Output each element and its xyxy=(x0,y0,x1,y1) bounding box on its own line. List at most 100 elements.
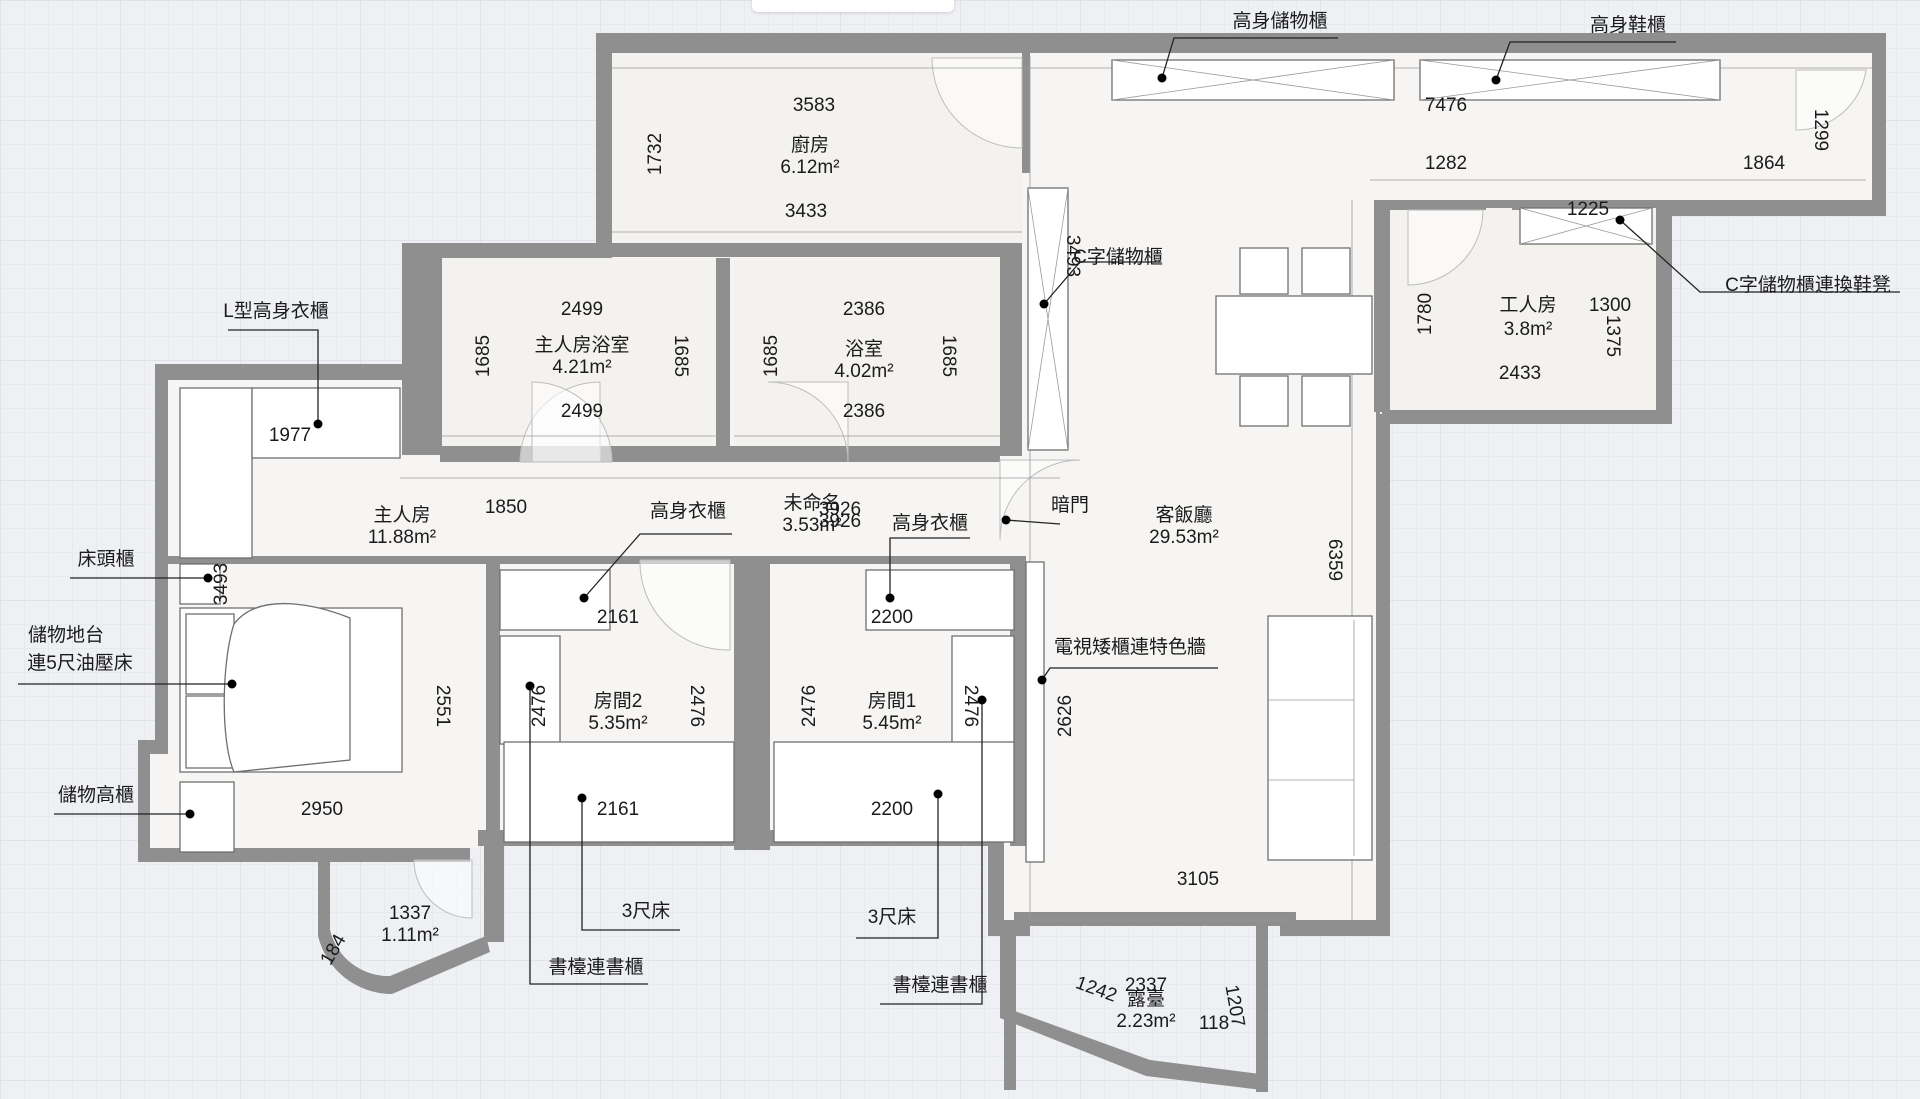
dim-kitchen-top: 3583 xyxy=(793,95,835,116)
lead-l-wardrobe-dot xyxy=(313,419,323,429)
room-name-balcony: 露臺 xyxy=(1127,988,1165,1010)
tall-storage-cabinet xyxy=(1111,59,1395,101)
lead-storage-tall-dot xyxy=(185,809,195,819)
lead-c-bench-dot xyxy=(1615,215,1625,225)
top-toolbar-tab[interactable] xyxy=(752,0,954,12)
dim-7476: 7476 xyxy=(1425,95,1467,116)
dim-mb-top: 2499 xyxy=(561,299,603,320)
dim-1225: 1225 xyxy=(1567,199,1609,220)
master-bed xyxy=(179,602,403,773)
lead-c-storage-dot xyxy=(1039,299,1049,309)
anno-tall-shoe: 高身鞋櫃 xyxy=(1590,14,1666,36)
lead-tall-storage-dot xyxy=(1157,73,1167,83)
tv-cabinet xyxy=(1025,561,1045,863)
dim-1299: 1299 xyxy=(1810,109,1831,151)
anno-tv: 電視矮櫃連特色牆 xyxy=(1054,636,1206,658)
room-name-master: 主人房 xyxy=(373,504,430,526)
dim-r1-top: 2200 xyxy=(871,607,913,628)
lead-tall-wardrobe-a-dot xyxy=(579,593,589,603)
room-area-kitchen: 6.12m² xyxy=(780,157,839,178)
bedside-cabinet xyxy=(179,563,221,605)
dim-2950: 2950 xyxy=(301,799,343,820)
lead-tall-wardrobe-a xyxy=(583,533,732,599)
lead-tv-dot xyxy=(1037,675,1047,685)
room-area-bath: 4.02m² xyxy=(834,361,893,382)
dim-kitchen-bottom: 3433 xyxy=(785,201,827,222)
anno-bed-a: 3尺床 xyxy=(622,900,671,922)
room-name-helper: 工人房 xyxy=(1499,294,1556,316)
c-storage-bench xyxy=(1519,207,1653,245)
dim-helper-bottom: 2433 xyxy=(1499,363,1541,384)
dim-r1-right: 2476 xyxy=(960,685,981,727)
dim-mb-left: 1685 xyxy=(473,335,494,377)
room1-bed xyxy=(773,741,1015,843)
dim-bal-2337: 2337 xyxy=(1125,975,1167,996)
dim-helper-w: 1300 xyxy=(1589,295,1631,316)
anno-tall-storage: 高身儲物櫃 xyxy=(1232,10,1327,32)
dim-r2-right: 2476 xyxy=(686,685,707,727)
dim-mb-right: 1685 xyxy=(670,335,691,377)
dim-bal-118: 118 xyxy=(1199,1013,1229,1034)
dim-r2-top: 2161 xyxy=(597,607,639,628)
room-area-room1: 5.45m² xyxy=(862,713,921,734)
anno-storage-platform-2: 連5尺油壓床 xyxy=(27,652,133,674)
leader-lines xyxy=(18,37,1900,1005)
furniture xyxy=(179,59,1721,863)
tall-shoe-cabinet xyxy=(1419,59,1721,101)
dim-b-left: 1685 xyxy=(761,335,782,377)
room-area-living: 29.53m² xyxy=(1149,527,1219,548)
bay-window xyxy=(318,862,490,995)
lead-tall-wardrobe-b-dot xyxy=(885,593,895,603)
dim-b-top: 2386 xyxy=(843,299,885,320)
dim-helper-side: 1780 xyxy=(1415,293,1436,335)
dim-3105: 3105 xyxy=(1177,869,1219,890)
dim-1850: 1850 xyxy=(485,497,527,518)
room-area-bay: 1.11m² xyxy=(381,925,439,946)
anno-l-wardrobe: L型高身衣櫃 xyxy=(223,300,329,322)
room-floors xyxy=(440,53,1656,450)
anno-tall-wardrobe-a: 高身衣櫃 xyxy=(650,500,726,522)
lead-desk-a-dot xyxy=(525,681,535,691)
dim-mb-bottom: 2499 xyxy=(561,401,603,422)
lead-desk-b xyxy=(880,700,983,1005)
anno-bed-b: 3尺床 xyxy=(868,906,917,928)
room-area-helper: 3.8m² xyxy=(1504,319,1553,340)
labels: 廚房6.12m²主人房浴室4.21m²浴室4.02m²主人房11.88m²未命名… xyxy=(27,10,1891,1034)
dim-c-cabinet: 3493 xyxy=(1062,235,1083,277)
lead-bed-b-dot xyxy=(933,789,943,799)
room-name-living: 客飯廳 xyxy=(1155,504,1212,526)
dining-table xyxy=(1215,247,1373,427)
lead-desk-b-dot xyxy=(977,695,987,705)
room-area-master: 11.88m² xyxy=(368,527,436,548)
lead-storage-platform-dot xyxy=(227,679,237,689)
anno-desk-a: 書檯連書櫃 xyxy=(548,956,643,978)
balcony xyxy=(1000,926,1268,1092)
lead-tv xyxy=(1041,667,1218,681)
lead-tall-storage xyxy=(1161,37,1338,79)
dim-2626: 2626 xyxy=(1055,695,1076,737)
dim-1864: 1864 xyxy=(1743,153,1786,174)
anno-hidden-door: 暗門 xyxy=(1051,494,1089,516)
room-name-master-bath: 主人房浴室 xyxy=(534,334,629,356)
dim-1977: 1977 xyxy=(269,425,311,446)
dim-6359: 6359 xyxy=(1324,539,1345,581)
lead-tall-shoe xyxy=(1495,41,1676,81)
anno-desk-b: 書檯連書櫃 xyxy=(892,974,987,996)
anno-storage-tall: 儲物高櫃 xyxy=(58,784,134,806)
anno-storage-platform-1: 儲物地台 xyxy=(28,624,104,646)
room2-bed xyxy=(503,741,735,843)
doors xyxy=(413,57,1867,919)
lead-c-bench xyxy=(1619,219,1900,293)
lead-bed-a xyxy=(581,798,680,931)
lead-bedside-dot xyxy=(203,573,213,583)
lead-c-storage xyxy=(1043,261,1160,305)
room-area-room2: 5.35m² xyxy=(588,713,647,734)
room-name-room1: 房間1 xyxy=(868,690,917,712)
lead-l-wardrobe xyxy=(228,329,319,424)
c-storage-cabinet xyxy=(1027,187,1069,451)
lead-tall-shoe-dot xyxy=(1491,75,1501,85)
lead-bed-a-dot xyxy=(577,793,587,803)
room-area-unnamed: 3.53m² xyxy=(782,515,841,536)
room-area-master-bath: 4.21m² xyxy=(552,357,611,378)
